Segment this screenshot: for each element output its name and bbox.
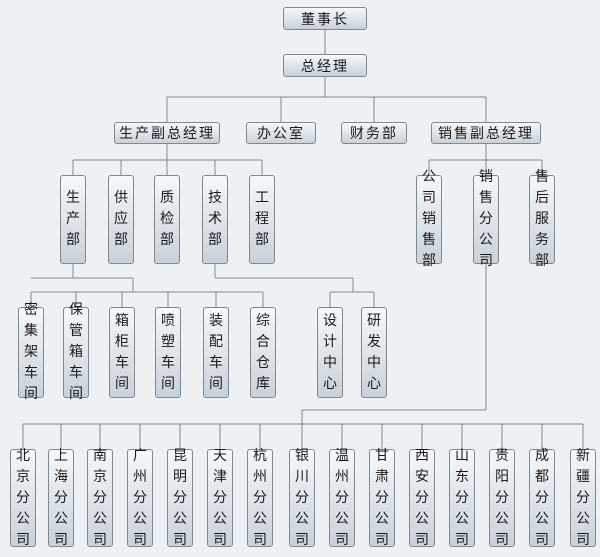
branch-node: 山东分公司 (449, 448, 475, 548)
quality-dept-node: 质检部 (154, 175, 180, 264)
vp-production-node: 生产副总经理 (114, 122, 220, 144)
branch-node: 上海分公司 (48, 448, 74, 548)
branch-node: 西安分公司 (409, 448, 435, 548)
company-sales-dept-node: 公司销售部 (416, 169, 442, 269)
branch-node: 甘肃分公司 (369, 448, 395, 548)
branch-node: 新疆分公司 (570, 448, 596, 548)
branch-node: 成都分公司 (529, 448, 555, 548)
workshop-node: 保管箱车间 (63, 302, 89, 402)
general-manager-node: 总经理 (283, 54, 367, 77)
after-sales-dept-node: 售后服务部 (529, 169, 555, 269)
rd-center-node: 研发中心 (361, 307, 387, 398)
supply-dept-node: 供应部 (108, 175, 134, 264)
branch-node: 广州分公司 (127, 448, 153, 548)
office-node: 办公室 (246, 122, 316, 144)
workshop-node: 密集架车间 (18, 302, 44, 402)
branch-node: 昆明分公司 (167, 448, 193, 548)
engineering-dept-node: 工程部 (249, 175, 275, 264)
vp-sales-node: 销售副总经理 (431, 122, 541, 144)
workshop-node: 装配车间 (203, 307, 229, 398)
branch-node: 南京分公司 (87, 448, 113, 548)
branch-node: 银川分公司 (289, 448, 315, 548)
design-center-node: 设计中心 (317, 307, 343, 398)
workshop-node: 喷塑车间 (155, 307, 181, 398)
warehouse-node: 综合仓库 (250, 307, 276, 398)
technology-dept-node: 技术部 (202, 175, 228, 264)
branch-node: 北京分公司 (10, 448, 36, 548)
branch-node: 贵阳分公司 (489, 448, 515, 548)
branch-node: 温州分公司 (329, 448, 355, 548)
production-dept-node: 生产部 (60, 175, 86, 264)
finance-node: 财务部 (341, 122, 407, 144)
sales-branch-node: 销售分公司 (473, 169, 499, 269)
workshop-node: 箱柜车间 (109, 307, 135, 398)
branch-node: 天津分公司 (207, 448, 233, 548)
branch-node: 杭州分公司 (247, 448, 273, 548)
chairman-node: 董事长 (283, 7, 367, 30)
